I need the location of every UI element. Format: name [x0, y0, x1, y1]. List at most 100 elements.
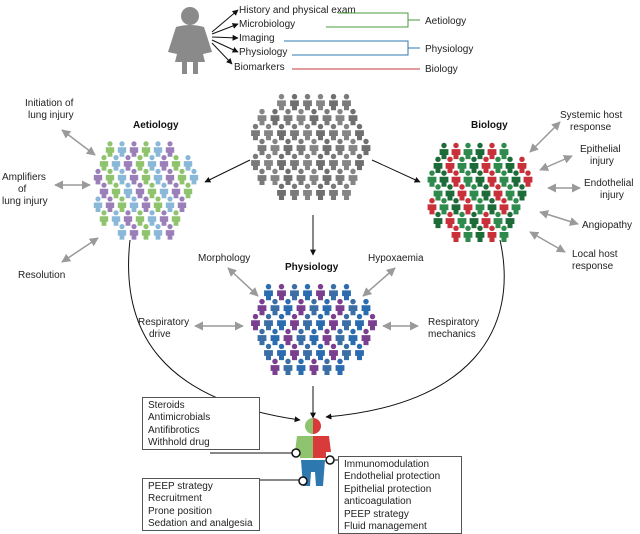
person-icon: [445, 156, 455, 173]
person-icon: [141, 141, 151, 157]
person-icon: [283, 138, 293, 156]
biology-title: Biology: [471, 120, 508, 131]
person-icon: [329, 283, 338, 301]
person-icon: [105, 168, 115, 185]
person-icon: [481, 184, 491, 201]
person-icon: [427, 170, 437, 187]
person-icon: [348, 108, 358, 126]
person-icon: [296, 108, 306, 126]
person-icon: [322, 168, 332, 186]
person-icon: [469, 156, 479, 173]
legend-fan-arrows: [211, 9, 239, 65]
person-icon: [451, 197, 461, 215]
aetiology-crowd: [93, 141, 199, 240]
person-icon: [475, 142, 485, 160]
person-icon: [439, 197, 449, 215]
person-icon: [342, 153, 351, 171]
person-icon: [165, 196, 175, 212]
treatment-item: Recruitment: [148, 493, 202, 505]
person-icon: [335, 138, 345, 156]
label-respiratory-drive: Respiratory drive: [138, 317, 192, 340]
person-icon: [445, 184, 455, 201]
treatment-item: Immunomodulation: [344, 459, 430, 470]
person-icon: [257, 328, 267, 346]
person-icon: [251, 313, 260, 331]
treatment-item: Withhold drug: [148, 437, 210, 449]
person-icon: [290, 153, 299, 171]
person-icon: [316, 183, 325, 200]
person-icon: [481, 156, 491, 173]
person-icon: [129, 168, 139, 185]
person-icon: [117, 141, 127, 157]
person-icon: [463, 197, 473, 215]
biology-feature-arrows: [529, 121, 581, 253]
person-icon: [451, 142, 461, 160]
person-icon: [296, 358, 306, 376]
person-icon: [499, 142, 509, 160]
person-icon: [290, 343, 299, 361]
person-icon: [153, 224, 163, 240]
person-icon: [135, 182, 145, 199]
person-icon: [264, 313, 273, 331]
label-hypoxaemia: Hypoxaemia: [368, 253, 424, 264]
person-icon: [361, 298, 371, 316]
person-icon: [463, 170, 473, 187]
person-icon: [303, 343, 312, 361]
person-icon: [303, 283, 312, 301]
person-icon: [283, 168, 293, 186]
person-icon: [141, 168, 151, 185]
person-icon: [296, 168, 306, 186]
person-icon: [439, 170, 449, 187]
person-icon: [322, 138, 332, 156]
legend-item-history: History and physical exam: [239, 5, 356, 16]
person-icon: [493, 184, 503, 201]
person-icon: [147, 182, 157, 199]
person-icon: [99, 182, 109, 199]
legend-item-microbiology: Microbiology: [239, 19, 295, 30]
person-icon: [493, 211, 503, 229]
person-icon: [171, 155, 181, 171]
treatment-item: Fluid management: [344, 521, 427, 533]
label-systemic-host-response: Systemic host response: [560, 110, 625, 133]
person-icon: [342, 123, 351, 141]
person-icon: [257, 168, 267, 186]
biology-crowd: [427, 142, 533, 242]
person-icon: [303, 183, 312, 200]
legend-bracket-aetiology: [326, 12, 420, 28]
label-resolution: Resolution: [18, 270, 65, 281]
legend-category-aetiology: Aetiology: [425, 16, 466, 27]
treatment-box-biology: Immunomodulation Endothelial protection …: [338, 456, 462, 534]
person-icon: [368, 313, 377, 331]
person-icon: [159, 182, 169, 199]
person-icon: [270, 298, 280, 316]
label-initiation: Initiation of lung injury: [25, 98, 76, 121]
person-icon: [329, 93, 338, 111]
treatment-item: Epithelial protection: [344, 483, 432, 495]
person-icon: [322, 328, 332, 346]
person-icon: [117, 196, 127, 212]
person-icon: [129, 196, 139, 212]
person-icon: [463, 225, 473, 242]
population-crowd: [251, 93, 371, 200]
person-icon: [348, 168, 358, 186]
person-icon: [517, 184, 527, 201]
person-icon: [303, 153, 312, 171]
person-icon: [296, 298, 306, 316]
person-icon: [457, 184, 467, 201]
person-icon: [309, 358, 319, 376]
label-epithelial-injury: Epithelial injury: [580, 144, 623, 167]
person-icon: [355, 343, 364, 361]
treatment-item: Endothelial protection: [344, 471, 441, 483]
person-icon: [251, 153, 260, 171]
person-icon: [303, 313, 312, 331]
person-icon: [355, 123, 364, 141]
person-icon: [93, 196, 103, 212]
person-icon: [329, 153, 338, 171]
person-icon: [316, 123, 325, 141]
person-icon: [342, 343, 351, 361]
person-icon: [457, 156, 467, 173]
person-icon: [475, 197, 485, 215]
person-icon: [183, 182, 193, 199]
treatment-item: Sedation and analgesia: [148, 518, 253, 530]
